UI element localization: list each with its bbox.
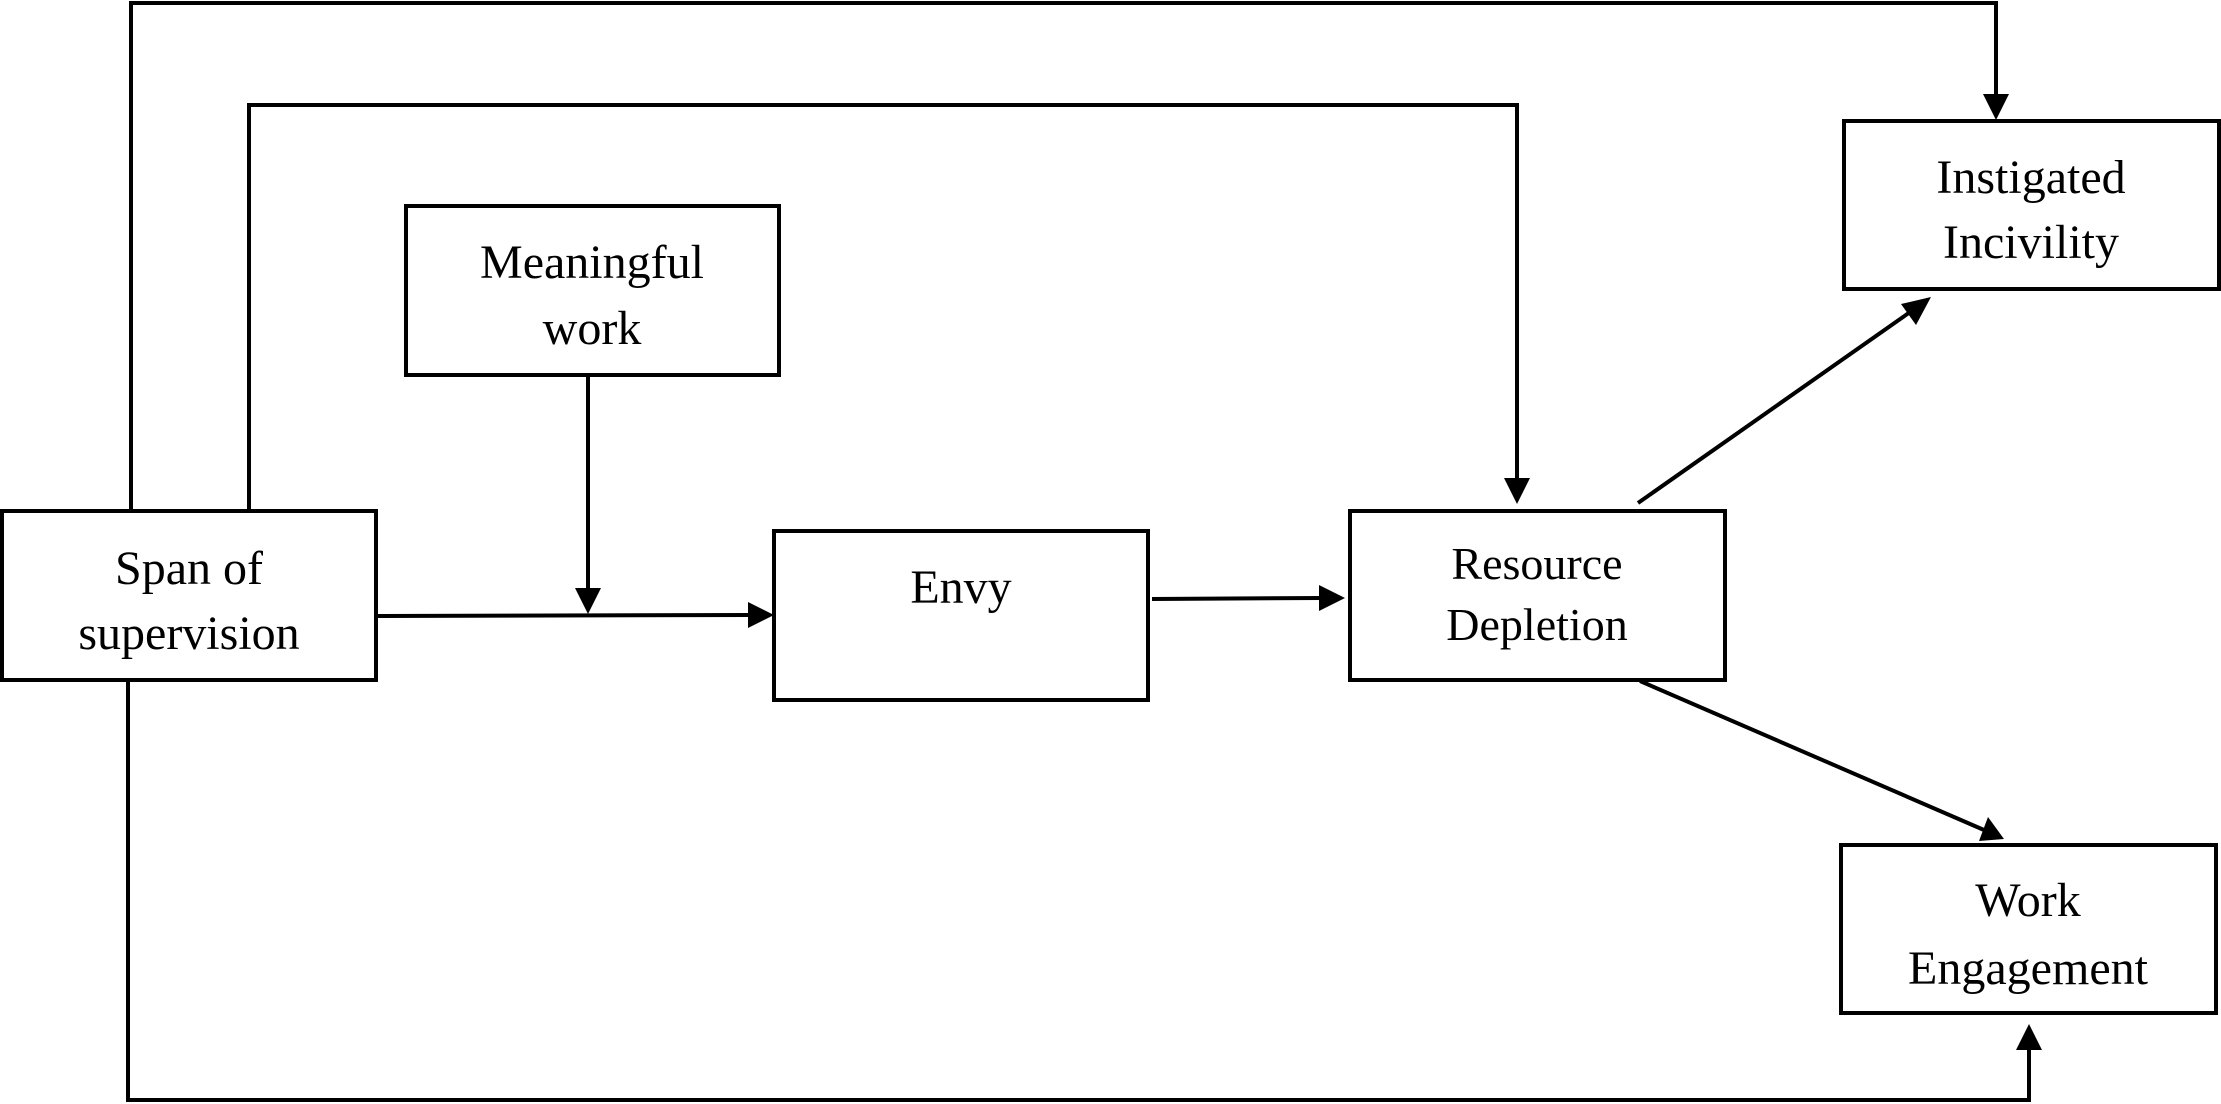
node-resource-depletion-line2: Depletion (1446, 599, 1627, 650)
node-envy: Envy (772, 529, 1150, 702)
node-meaningful-work: Meaningful work (404, 204, 781, 377)
path-span-to-incivility (129, 1, 1998, 510)
node-instigated-incivility-line1: Instigated (1936, 151, 2125, 204)
node-envy-line1: Envy (910, 561, 1011, 614)
arrowhead-moderation-meaningful-work (575, 588, 601, 614)
path-span-to-envy (376, 613, 753, 618)
node-work-engagement-line2: Engagement (1908, 942, 2149, 995)
arrowhead-span-to-depletion (1504, 478, 1530, 504)
path-depletion-to-engagement (1639, 679, 1985, 832)
node-instigated-incivility-line2: Incivility (1943, 216, 2119, 269)
node-meaningful-work-line1: Meaningful (480, 236, 704, 289)
node-work-engagement: Work Engagement (1839, 843, 2218, 1015)
node-work-engagement-line1: Work (1975, 874, 2080, 927)
node-span-of-supervision-line2: supervision (78, 607, 299, 660)
node-instigated-incivility: Instigated Incivility (1842, 119, 2221, 291)
node-span-of-supervision: Span of supervision (0, 509, 378, 682)
node-resource-depletion-line1: Resource (1451, 538, 1622, 589)
path-depletion-to-incivility (1636, 308, 1915, 505)
node-resource-depletion: Resource Depletion (1348, 509, 1727, 682)
arrowhead-span-to-envy (748, 602, 774, 628)
arrowhead-depletion-to-incivility (1901, 297, 1931, 325)
arrowhead-span-to-incivility (1983, 94, 2009, 120)
path-span-to-depletion (247, 103, 1519, 510)
arrowhead-span-to-engagement (2016, 1024, 2042, 1050)
node-span-of-supervision-line1: Span of (115, 542, 263, 595)
arrowhead-envy-to-depletion (1319, 585, 1345, 611)
arrowhead-depletion-to-engagement (1979, 817, 2004, 841)
node-meaningful-work-line2: work (543, 302, 642, 355)
path-envy-to-depletion (1151, 596, 1324, 601)
path-span-to-engagement (126, 679, 2031, 1102)
